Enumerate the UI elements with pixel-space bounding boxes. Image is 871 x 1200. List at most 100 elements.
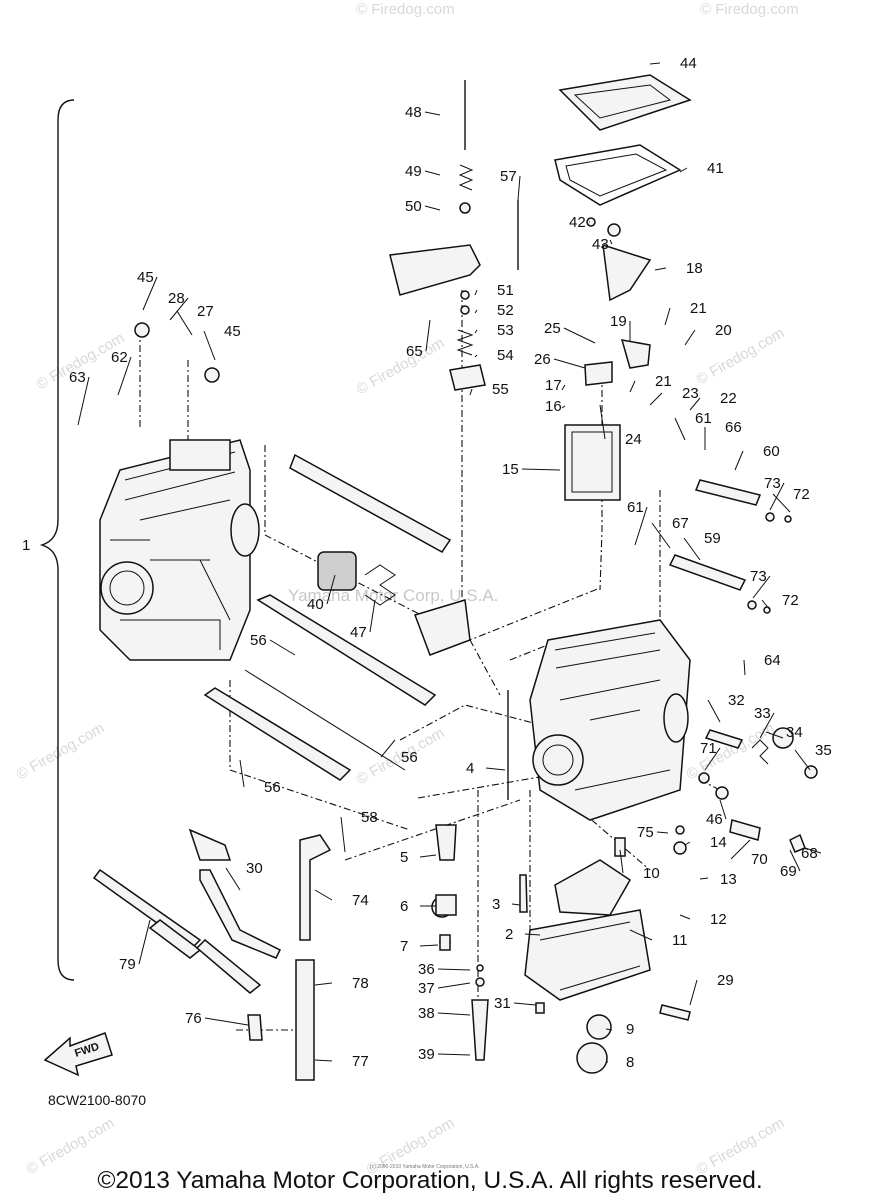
callout-leader [474,289,478,296]
callout-leader [707,699,721,723]
callout-leader [689,397,701,411]
part-callout-20: 20 [715,322,732,339]
callout-leader [563,327,596,344]
part-callout-72b: 72 [782,592,799,609]
part-callout-14: 14 [710,834,727,851]
callout-leader [437,1012,471,1016]
left-carburetor-body [99,439,260,661]
callout-leader [77,376,90,426]
callout-leader [424,170,441,176]
part-callout-70: 70 [751,851,768,868]
part-callout-66: 66 [725,419,742,436]
watermark: © Firedog.com [694,324,788,388]
callout-leader [609,239,613,245]
callout-leader [437,982,471,989]
callout-leader [684,329,696,346]
callout-leader [117,356,132,396]
callout-leader [629,929,653,941]
callout-leader [474,309,478,314]
part-callout-63: 63 [69,369,86,386]
part-callout-30: 30 [246,860,263,877]
part-callout-15: 15 [502,461,519,478]
part-callout-61a: 61 [695,410,712,427]
part-callout-27: 27 [197,303,214,320]
callout-leader [474,354,478,358]
callout-leader [326,574,336,605]
callout-leader [521,468,561,471]
callout-leader [138,919,151,965]
part-callout-59: 59 [704,530,721,547]
part-callout-58: 58 [361,809,378,826]
float-bowl [524,859,651,1001]
part-callout-52: 52 [497,302,514,319]
part-callout-11: 11 [672,932,688,949]
part-callout-17: 17 [545,377,562,394]
callout-leader [629,380,636,393]
part-callout-72a: 72 [793,486,810,503]
callout-leader [225,867,241,891]
callout-leader [419,854,437,858]
callout-leader [380,739,396,758]
part-callout-43: 43 [592,236,609,253]
part-callout-73b: 73 [750,568,767,585]
callout-leader [683,537,701,561]
callout-leader [314,889,333,901]
part-callout-34: 34 [786,724,803,741]
callout-leader [769,482,785,511]
callout-leader [204,1017,249,1026]
callout-leader [239,759,245,788]
callout-leader [269,639,296,656]
part-callout-29: 29 [717,972,734,989]
hoses [92,828,332,1081]
callout-leader [203,330,216,361]
fwd-arrow: FWD [43,1032,113,1077]
part-callout-41: 41 [707,160,724,177]
part-callout-31: 31 [494,995,511,1012]
callout-leader [649,392,663,406]
callout-leader [794,749,811,771]
part-callout-71: 71 [700,740,717,757]
callout-leader [314,1059,333,1062]
callout-leader [684,841,691,846]
part-callout-39: 39 [418,1046,435,1063]
part-callout-67: 67 [672,515,689,532]
callout-leader [765,731,784,739]
part-callout-78: 78 [352,975,369,992]
callout-leader [340,816,346,853]
part-callout-28: 28 [168,290,185,307]
callout-leader [752,575,771,599]
right-carburetor-body [529,619,691,821]
part-callout-56c: 56 [264,779,281,796]
copyright-text: ©2013 Yamaha Motor Corporation, U.S.A. A… [97,1167,762,1194]
part-callout-60: 60 [763,443,780,460]
callout-leader [437,1053,471,1056]
part-callout-37: 37 [418,980,435,997]
part-callout-50: 50 [405,198,422,215]
callout-leader [485,767,506,771]
part-callout-2: 2 [505,926,513,943]
part-callout-23: 23 [682,385,699,402]
callout-leader [599,404,606,440]
callout-leader [511,903,521,906]
callout-leader [437,968,471,971]
callout-leader [513,1002,537,1006]
callout-leader [553,358,586,369]
part-callout-49: 49 [405,163,422,180]
callout-leader [561,405,566,409]
callout-leader [605,1028,613,1031]
part-callout-45a: 45 [137,269,154,286]
top-cover [554,74,692,206]
part-callout-68: 68 [801,845,818,862]
callout-leader [634,506,648,546]
part-callout-36: 36 [418,961,435,978]
callout-leader [679,167,688,173]
part-callout-53: 53 [497,322,514,339]
part-callout-54: 54 [497,347,514,364]
part-callout-6: 6 [400,898,408,915]
callout-leader [772,493,791,513]
part-callout-56b: 56 [401,749,418,766]
callout-leader [176,310,193,336]
part-callout-76: 76 [185,1010,202,1027]
callout-leader [419,944,439,947]
